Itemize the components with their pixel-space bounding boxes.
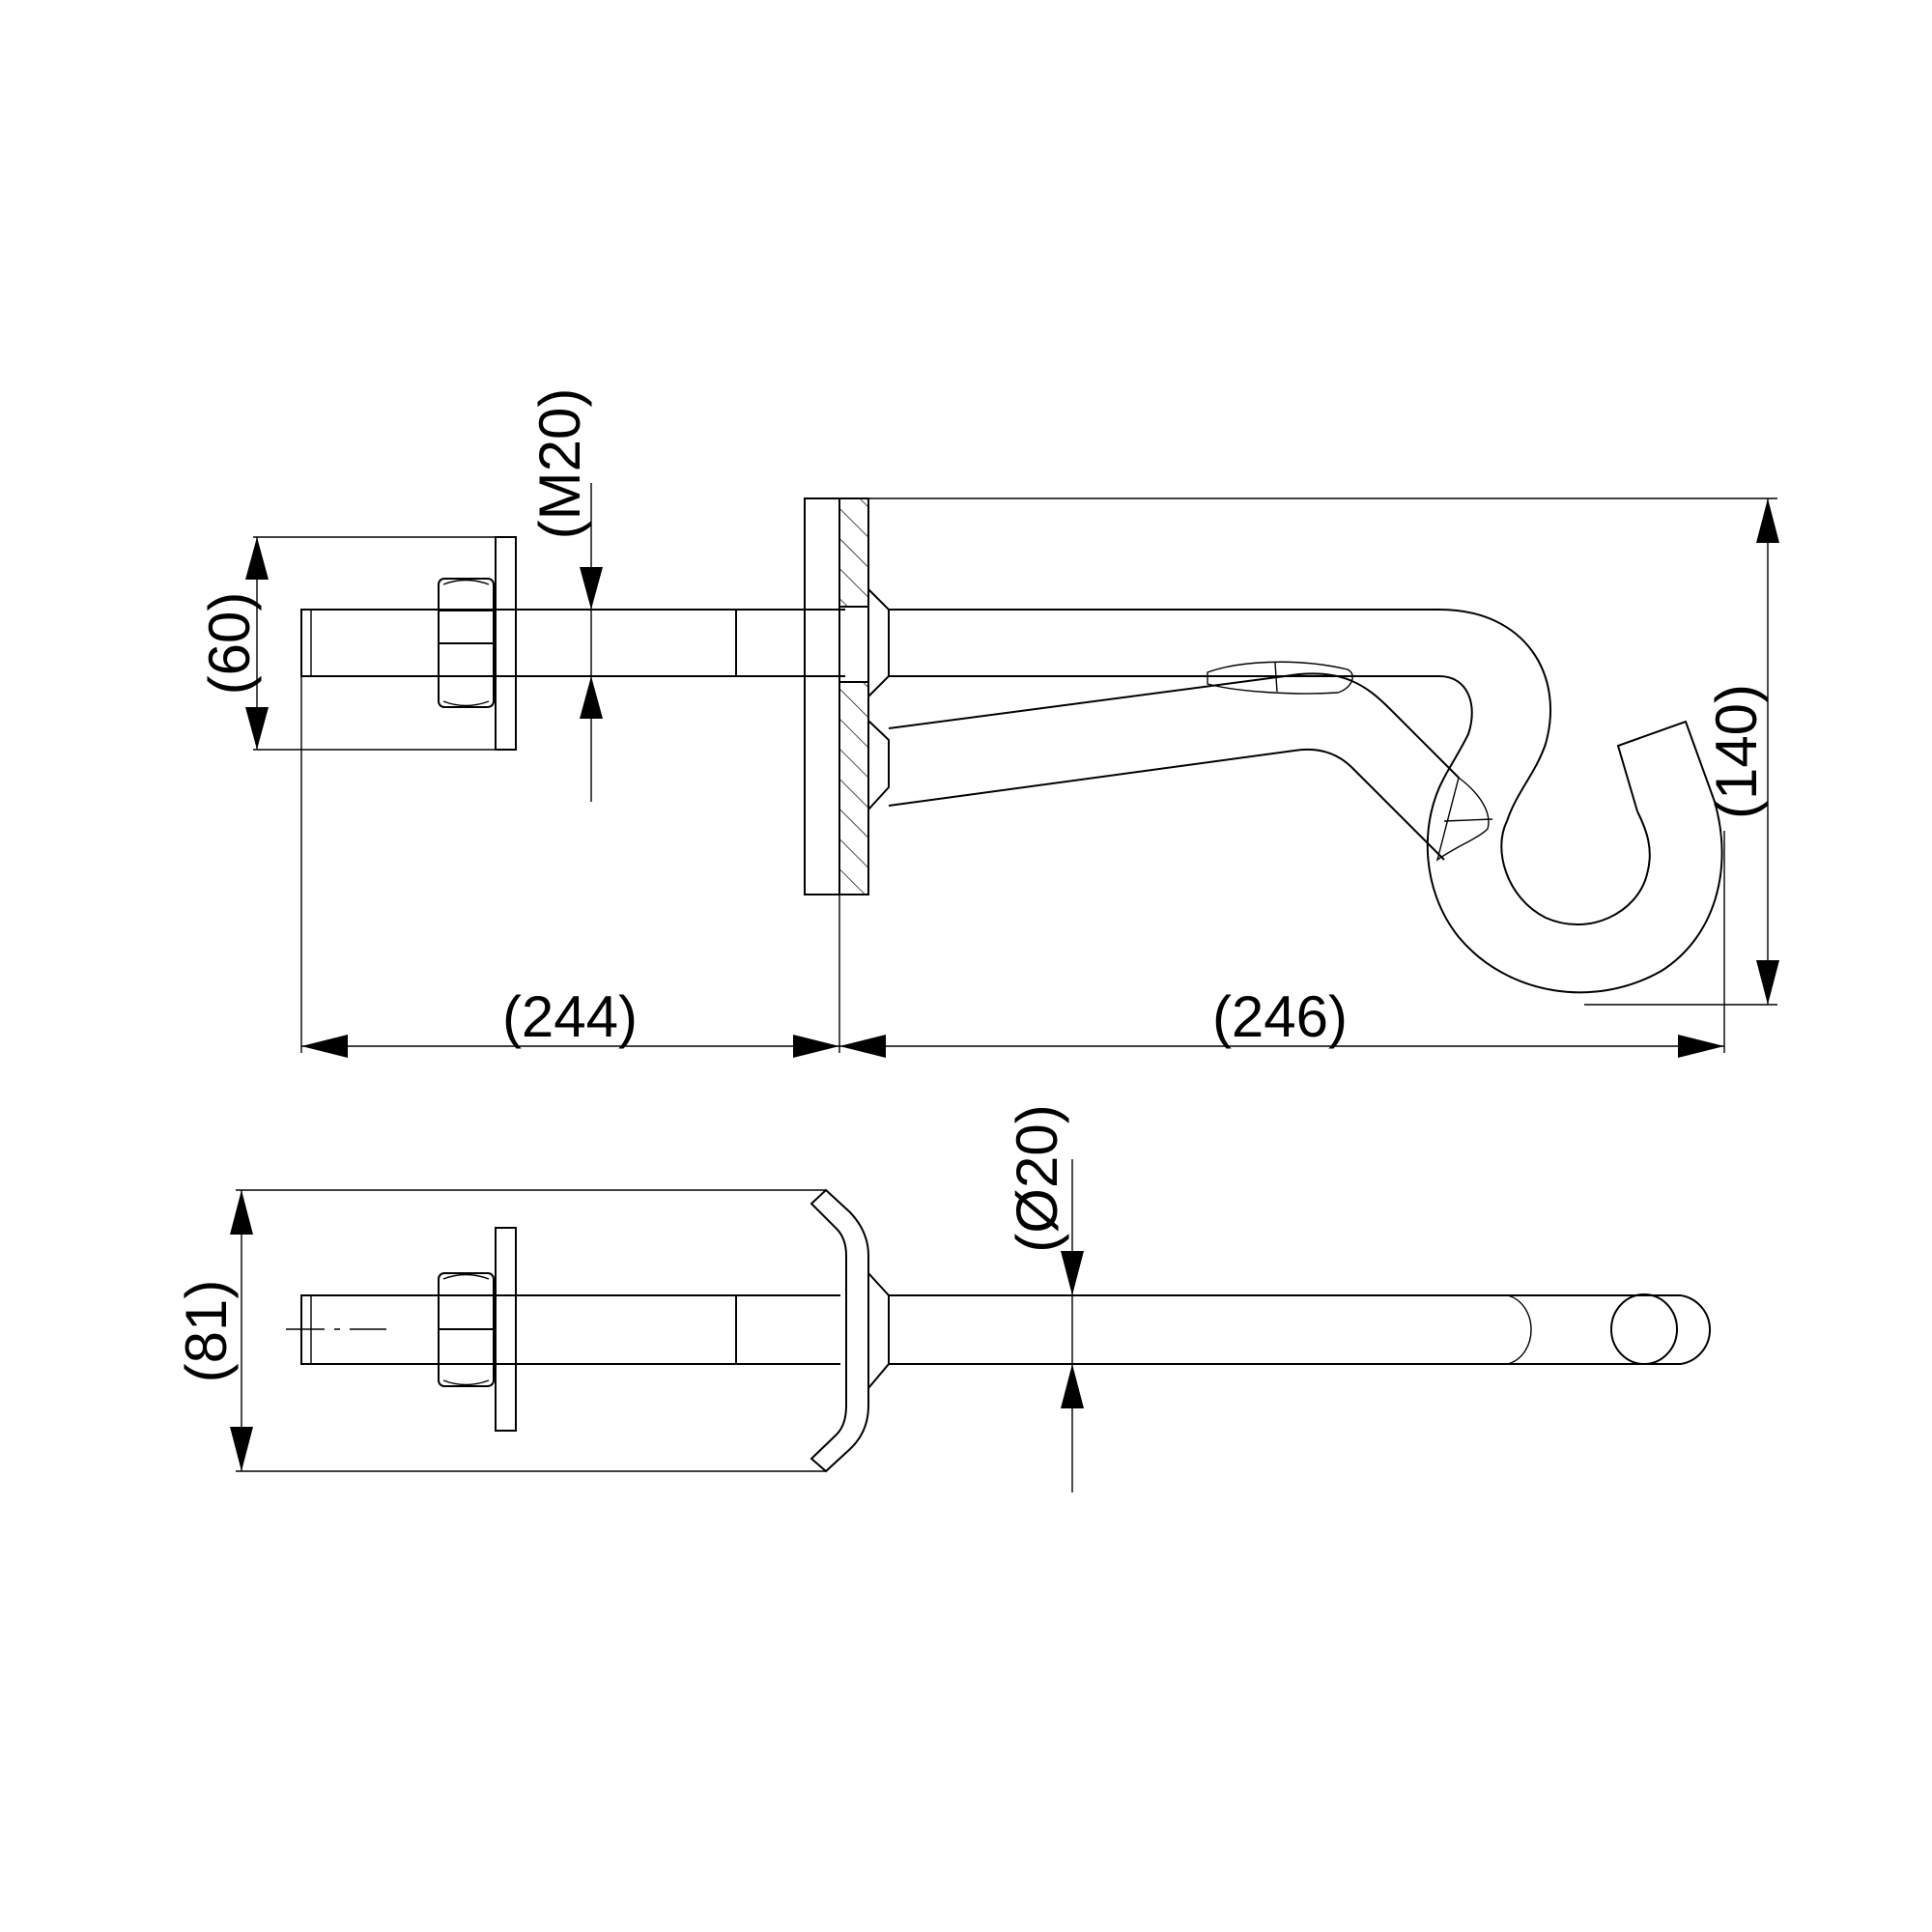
- hex-nut-bottom: [438, 1272, 495, 1387]
- threaded-rod-top: [300, 609, 845, 677]
- dim-label-m20: (M20): [527, 388, 592, 540]
- dimension-diameter: (Ø20): [1005, 1104, 1084, 1408]
- dimension-thread: (M20): [527, 388, 603, 719]
- weld-fillets-top: [867, 588, 890, 810]
- extension-lines-top: [253, 483, 1777, 1053]
- rod-bottom: [889, 1293, 1711, 1365]
- dim-label-d20: (Ø20): [1005, 1104, 1069, 1252]
- dim-label-81: (81): [174, 1280, 239, 1383]
- washer-top: [495, 536, 517, 751]
- dimension-lengths: (244) (246): [301, 984, 1724, 1058]
- dim-label-60: (60): [197, 592, 262, 696]
- dim-label-246: (246): [1212, 984, 1348, 1049]
- extension-lines-bottom: [236, 1159, 1073, 1492]
- base-plate-top: [804, 497, 869, 895]
- bottom-view: (81) (Ø20): [174, 1104, 1711, 1492]
- weld-bottom: [867, 1272, 890, 1389]
- bent-plate-bottom: [810, 1188, 869, 1473]
- top-view: (60) (M20) (140) (244) (246): [197, 388, 1779, 1058]
- hook-rod-top: [889, 609, 1723, 994]
- dim-label-244: (244): [502, 984, 638, 1049]
- washer-bottom: [495, 1227, 517, 1432]
- dim-label-140: (140): [1704, 684, 1769, 819]
- brace-strut-top: [888, 661, 1493, 862]
- dimension-width: (81): [174, 1190, 253, 1471]
- threaded-rod-bottom: [286, 1294, 840, 1365]
- dimension-total-height: (140): [1704, 498, 1779, 1005]
- hex-nut-top: [438, 578, 495, 708]
- dimension-plate-height: (60): [197, 537, 269, 750]
